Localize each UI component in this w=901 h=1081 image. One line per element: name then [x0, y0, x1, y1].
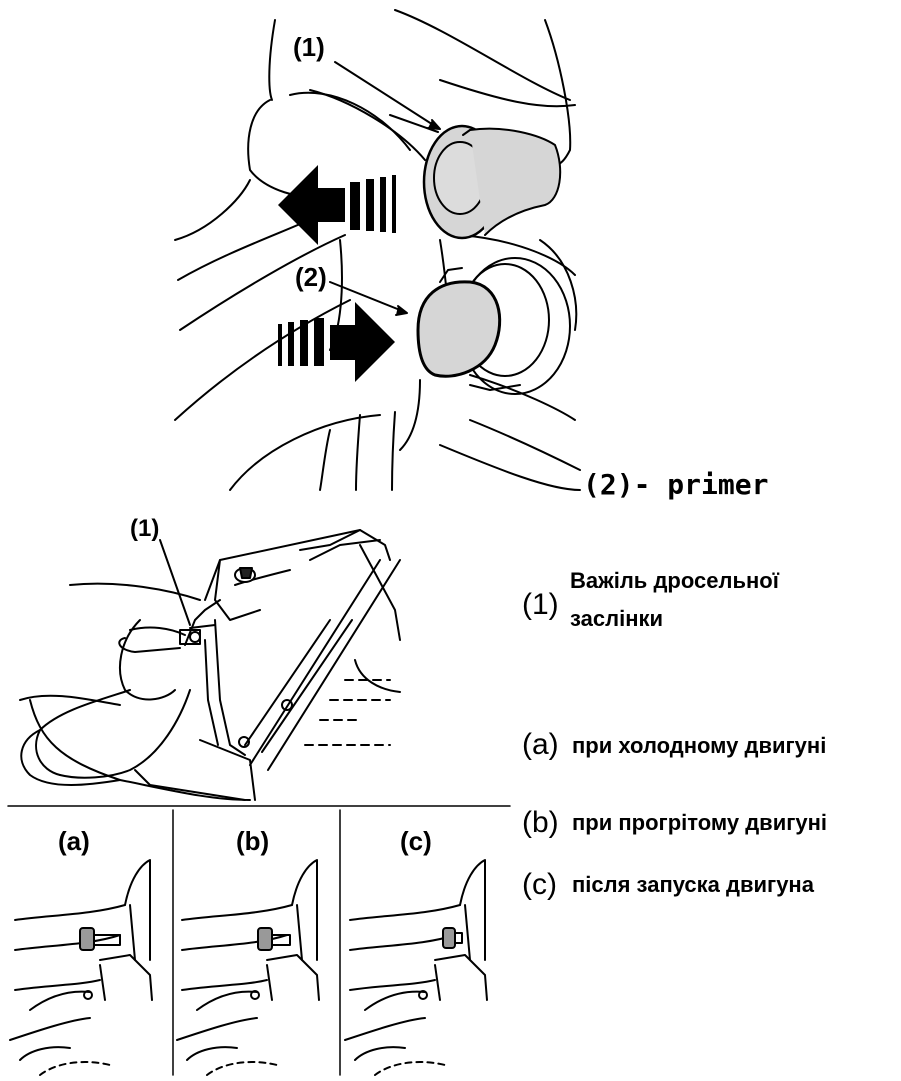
panel-label-c: (c)	[400, 826, 432, 857]
legend-text-1-line1: Важіль дросельної	[570, 568, 779, 594]
legend-marker-c: (c)	[522, 868, 557, 902]
legend-marker-1: (1)	[522, 588, 559, 622]
panel-label-b: (b)	[236, 826, 269, 857]
panel-b-drawing	[177, 860, 319, 1075]
legend-marker-a: (a)	[522, 728, 559, 762]
bottom-callout-1: (1)	[130, 515, 159, 543]
push-arrow	[278, 302, 395, 382]
primer-caption: (2)- primer	[583, 468, 768, 501]
panel-c-drawing	[345, 860, 487, 1075]
pull-arrow	[278, 165, 396, 245]
panel-label-a: (a)	[58, 826, 90, 857]
legend-text-a: при холодному двигуні	[572, 733, 826, 759]
legend-marker-b: (b)	[522, 806, 559, 840]
legend-text-b: при прогрітому двигуні	[572, 810, 827, 836]
top-figure-drawing	[175, 10, 580, 490]
legend-text-1-line2: заслінки	[570, 606, 663, 632]
panel-a-drawing	[10, 860, 152, 1075]
top-callout-1: (1)	[293, 32, 325, 63]
bottom-figure-drawing	[20, 530, 400, 800]
legend-text-c: після запуска двигуна	[572, 872, 814, 898]
top-callout-2: (2)	[295, 262, 327, 293]
